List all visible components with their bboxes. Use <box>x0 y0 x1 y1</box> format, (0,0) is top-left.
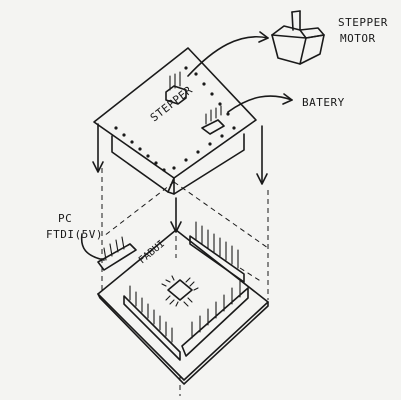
motor-header-connector <box>165 71 187 105</box>
arrow-to-motor <box>187 31 269 77</box>
pc-label-line2: FTDI(5V) <box>46 228 103 241</box>
vertical-alignment-arrows <box>92 123 268 233</box>
bottom-back-pin-header <box>189 221 245 283</box>
motor-label-line2: MOTOR <box>340 32 376 45</box>
ftdi-pin-header <box>97 236 137 271</box>
pc-label-line1: PC <box>58 212 72 225</box>
arrow-to-battery <box>227 93 293 113</box>
stepper-chip-label: STEPPER <box>148 83 195 124</box>
arrow-to-pc <box>80 233 105 261</box>
motor-label-line1: STEPPER <box>338 16 388 29</box>
projection-lines <box>101 168 269 396</box>
bottom-left-pin-header <box>123 285 181 361</box>
fabuino-label: FABUI <box>137 239 167 267</box>
battery-header-connector <box>201 105 225 135</box>
bottom-right-pin-header <box>181 280 249 357</box>
bottom-board <box>97 229 269 385</box>
top-board <box>93 47 257 195</box>
battery-label: BATERY <box>302 96 345 109</box>
board-mounting-holes <box>114 66 236 172</box>
stepper-motor-drawing <box>271 10 325 65</box>
microcontroller-chip <box>161 275 199 307</box>
